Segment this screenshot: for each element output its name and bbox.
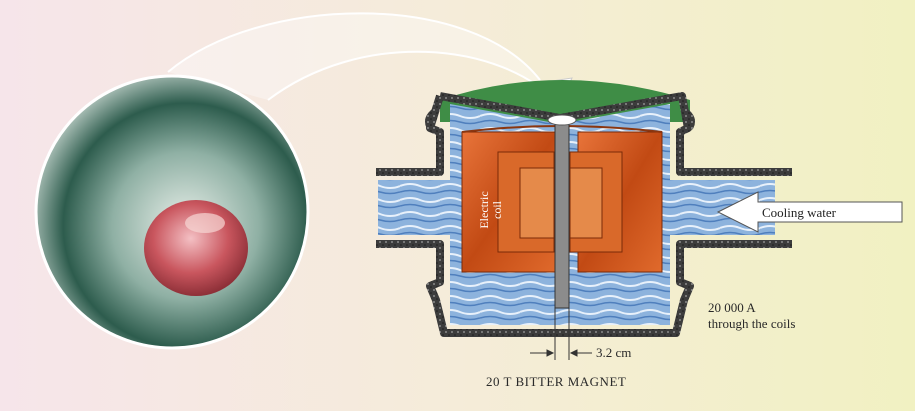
gap-label: 3.2 cm [596,345,632,360]
magnified-sphere-icon [34,74,310,350]
current-label: 20 000 A through the coils [708,300,795,332]
diagram-title: 20 T BITTER MAGNET [486,374,627,389]
coil-label-line2: coil [490,201,504,219]
current-line1: 20 000 A [708,300,756,315]
coil-label: Electric coil [477,183,508,237]
cooling-water-label: Cooling water [762,205,837,220]
current-line2: through the coils [708,316,796,331]
cooling-water-arrow-icon [716,191,903,233]
central-bore [547,114,577,309]
electric-coil [461,125,663,273]
gap-dimension [530,308,592,360]
magnet-casing [376,92,792,337]
